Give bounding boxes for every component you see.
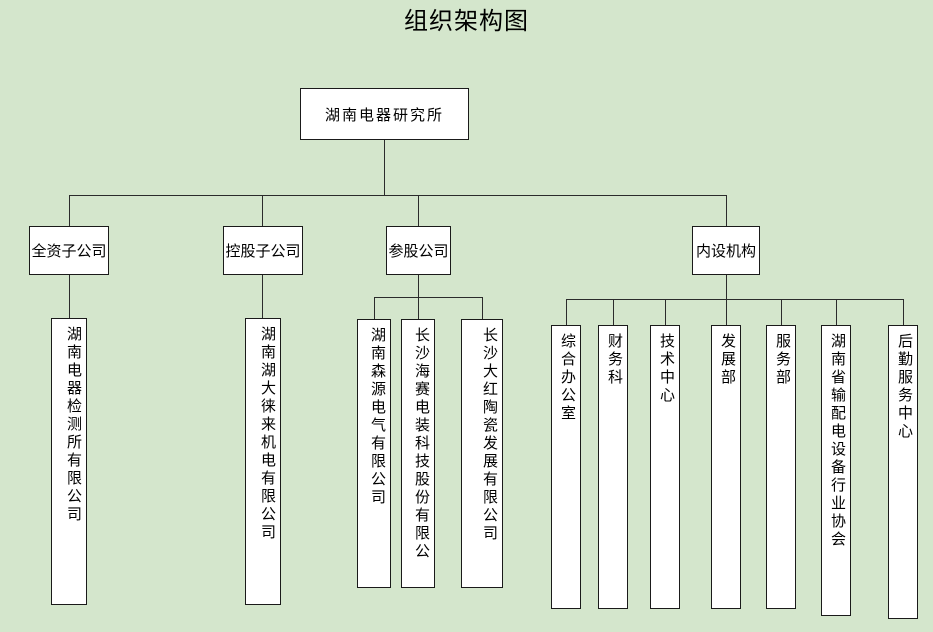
connector-holding-to-leaf bbox=[262, 275, 263, 318]
connector-drop-wholly-owned bbox=[69, 195, 70, 226]
node-equity-leaf-2[interactable]: 长沙海赛电装科技股份有限公 bbox=[401, 319, 435, 588]
connector-drop-equity bbox=[418, 195, 419, 226]
node-internal-leaf-7-label: 后勤服务中心 bbox=[896, 333, 914, 441]
node-wholly-owned-leaf-1[interactable]: 湖南电器检测所有限公司 bbox=[51, 318, 87, 605]
connector-internal-drop-5 bbox=[781, 299, 782, 325]
node-internal-leaf-4-label: 发展部 bbox=[719, 333, 737, 387]
connector-equity-stem bbox=[418, 275, 419, 297]
node-equity-leaf-3-label: 长沙大红陶瓷发展有限公司 bbox=[481, 327, 499, 543]
connector-internal-drop-3 bbox=[665, 299, 666, 325]
connector-internal-drop-7 bbox=[903, 299, 904, 325]
node-internal-leaf-6[interactable]: 湖南省输配电设备行业协会 bbox=[821, 325, 851, 616]
connector-equity-bus bbox=[374, 297, 482, 298]
connector-root-trunk bbox=[384, 140, 385, 196]
node-internal-leaf-3-label: 技术中心 bbox=[658, 333, 676, 405]
node-equity-leaf-1[interactable]: 湖南森源电气有限公司 bbox=[357, 319, 391, 588]
node-equity-leaf-3[interactable]: 长沙大红陶瓷发展有限公司 bbox=[461, 319, 503, 588]
page-title: 组织架构图 bbox=[404, 7, 529, 35]
connector-internal-drop-1 bbox=[566, 299, 567, 325]
connector-internal-drop-2 bbox=[613, 299, 614, 325]
connector-internal-stem bbox=[726, 275, 727, 299]
node-holding-leaf-1[interactable]: 湖南湖大徕来机电有限公司 bbox=[245, 318, 281, 605]
node-internal-leaf-6-label: 湖南省输配电设备行业协会 bbox=[829, 333, 847, 549]
connector-drop-internal bbox=[726, 195, 727, 226]
node-internal-leaf-3[interactable]: 技术中心 bbox=[650, 325, 680, 609]
node-root[interactable]: 湖南电器研究所 bbox=[300, 88, 469, 140]
node-internal-leaf-1[interactable]: 综合办公室 bbox=[551, 325, 581, 609]
connector-level2-bus bbox=[69, 195, 726, 196]
node-holding[interactable]: 控股子公司 bbox=[223, 226, 303, 275]
connector-drop-holding bbox=[262, 195, 263, 226]
node-equity-leaf-2-label: 长沙海赛电装科技股份有限公 bbox=[413, 327, 431, 561]
node-equity[interactable]: 参股公司 bbox=[386, 226, 451, 275]
connector-internal-drop-6 bbox=[836, 299, 837, 325]
node-internal-leaf-4[interactable]: 发展部 bbox=[711, 325, 741, 609]
node-internal-leaf-7[interactable]: 后勤服务中心 bbox=[888, 325, 918, 619]
node-wholly-owned[interactable]: 全资子公司 bbox=[29, 226, 109, 275]
connector-internal-bus bbox=[566, 299, 903, 300]
node-internal[interactable]: 内设机构 bbox=[692, 226, 760, 275]
node-internal-leaf-5-label: 服务部 bbox=[774, 333, 792, 387]
node-holding-leaf-1-label: 湖南湖大徕来机电有限公司 bbox=[259, 326, 277, 542]
node-wholly-owned-leaf-1-label: 湖南电器检测所有限公司 bbox=[65, 326, 83, 524]
node-internal-leaf-1-label: 综合办公室 bbox=[559, 333, 577, 423]
node-internal-leaf-2[interactable]: 财务科 bbox=[598, 325, 628, 609]
connector-equity-drop-2 bbox=[418, 297, 419, 319]
node-internal-leaf-5[interactable]: 服务部 bbox=[766, 325, 796, 609]
connector-wholly-owned-to-leaf bbox=[69, 275, 70, 318]
node-equity-leaf-1-label: 湖南森源电气有限公司 bbox=[369, 327, 387, 507]
connector-internal-drop-4 bbox=[726, 299, 727, 325]
node-internal-leaf-2-label: 财务科 bbox=[606, 333, 624, 387]
connector-equity-drop-1 bbox=[374, 297, 375, 319]
connector-equity-drop-3 bbox=[482, 297, 483, 319]
